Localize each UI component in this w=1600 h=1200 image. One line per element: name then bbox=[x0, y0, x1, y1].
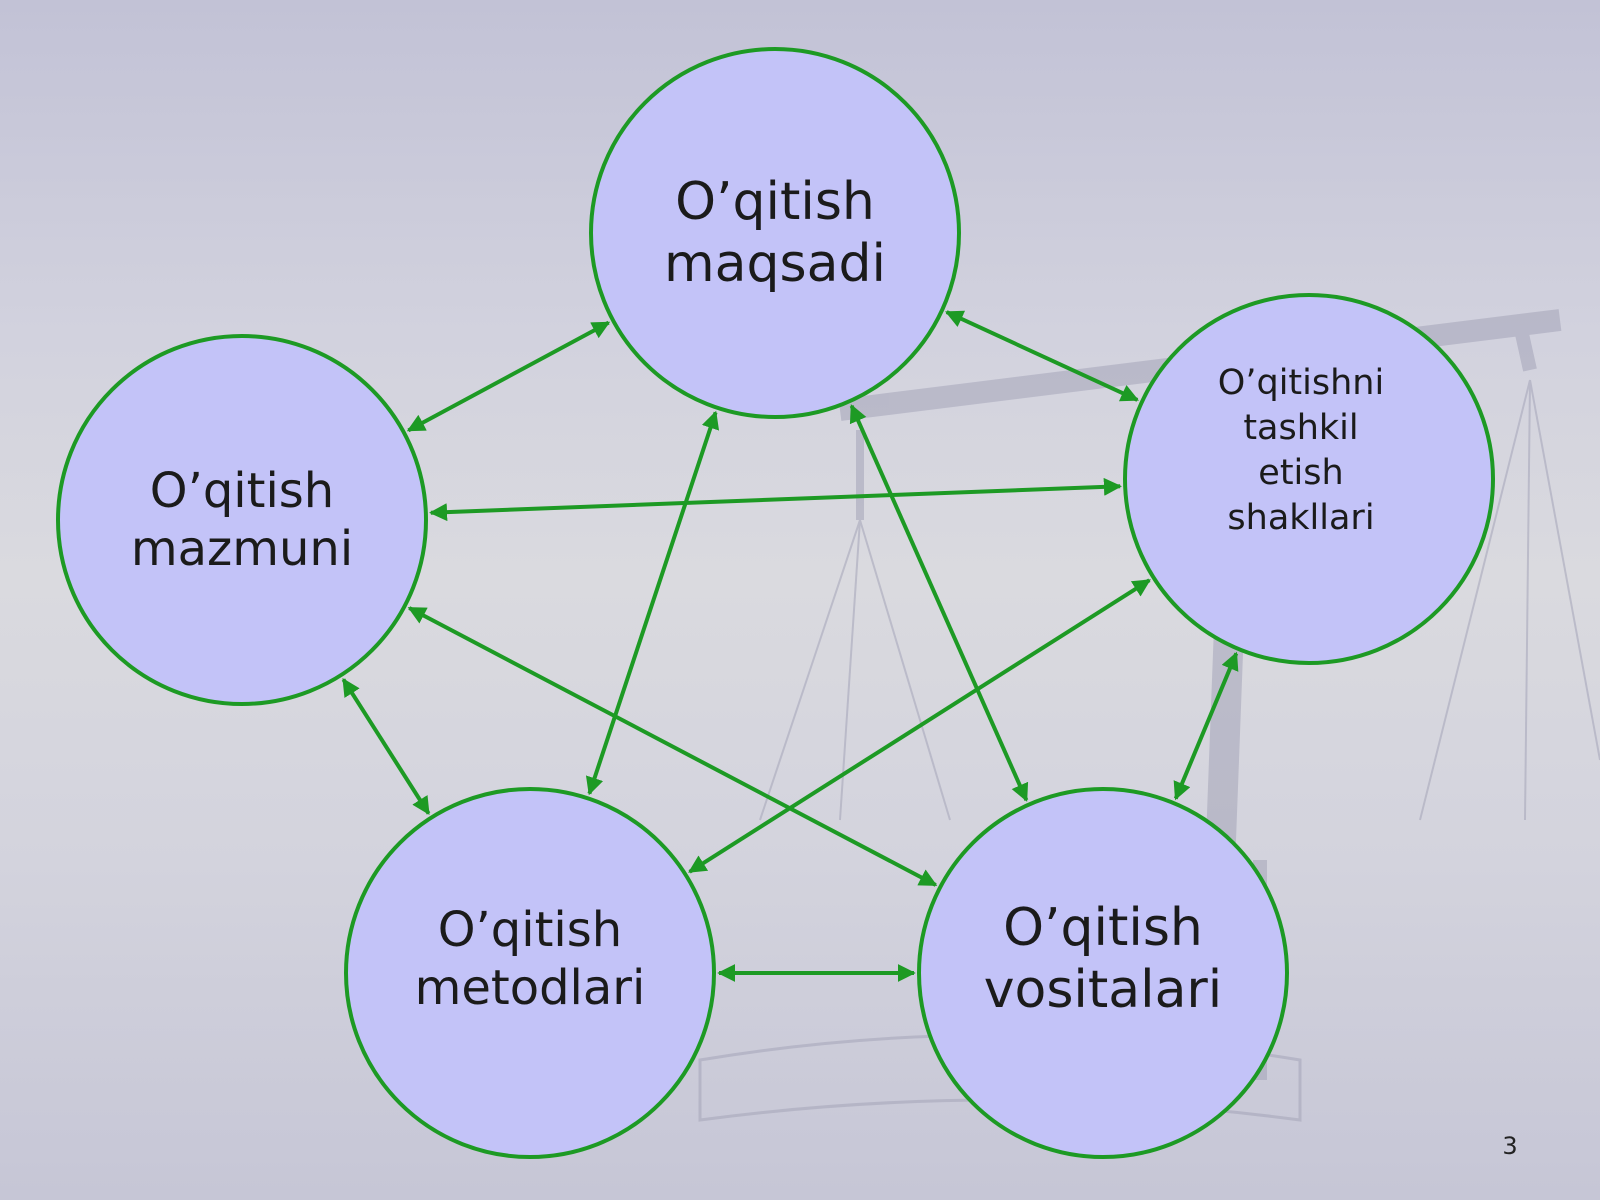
arrow-mazmuni-shakllari bbox=[429, 477, 1122, 522]
page-number: 3 bbox=[1502, 1132, 1518, 1160]
node-label-metodlari: O’qitish metodlari bbox=[414, 902, 646, 1016]
node-oqitish-maqsadi: O’qitish maqsadi bbox=[589, 47, 961, 419]
node-label-mazmuni: O’qitish mazmuni bbox=[130, 463, 354, 577]
node-oqitishni-tashkil-etish-shakllari: O’qitishni tashkil etish shakllari bbox=[1123, 293, 1495, 665]
node-oqitish-mazmuni: O’qitish mazmuni bbox=[56, 334, 428, 706]
arrow-mazmuni-metodlari bbox=[341, 677, 431, 816]
node-label-maqsadi: O’qitish maqsadi bbox=[664, 172, 886, 294]
node-label-vositalari: O’qitish vositalari bbox=[983, 898, 1223, 1020]
arrow-maqsadi-mazmuni bbox=[406, 320, 611, 433]
node-oqitish-metodlari: O’qitish metodlari bbox=[344, 787, 716, 1159]
arrow-shakllari-vositalari bbox=[1173, 651, 1239, 801]
arrow-shakllari-metodlari bbox=[688, 578, 1151, 874]
node-label-shakllari: O’qitishni tashkil etish shakllari bbox=[1217, 363, 1385, 538]
arrow-maqsadi-vositalari bbox=[849, 404, 1029, 802]
connections-layer bbox=[341, 310, 1239, 982]
arrow-maqsadi-shakllari bbox=[945, 310, 1139, 402]
node-oqitish-vositalari: O’qitish vositalari bbox=[917, 787, 1289, 1159]
